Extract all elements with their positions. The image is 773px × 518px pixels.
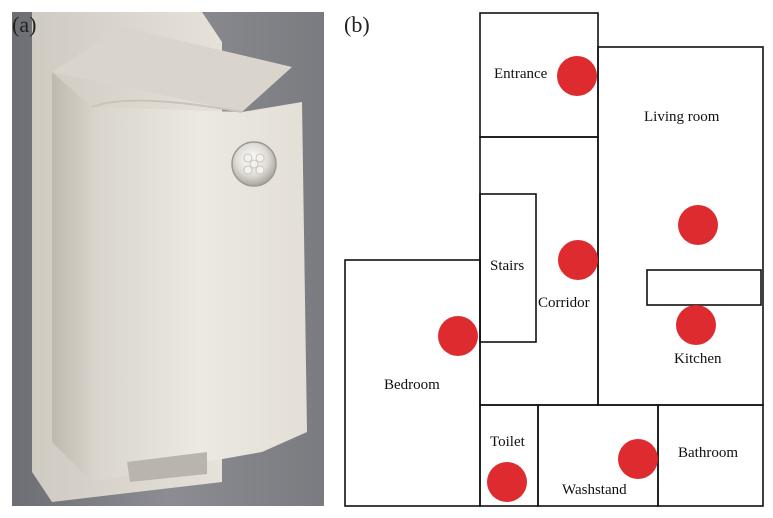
label-corridor: Corridor xyxy=(538,295,590,311)
sensor-markers xyxy=(438,56,718,502)
device-top xyxy=(52,27,292,112)
sensor-bedroom xyxy=(438,316,478,356)
sensor-device-illustration xyxy=(12,12,324,506)
sensor-toilet xyxy=(487,462,527,502)
label-toilet: Toilet xyxy=(490,434,526,450)
sensor-living-room xyxy=(678,205,718,245)
label-bedroom: Bedroom xyxy=(384,377,440,393)
label-bathroom: Bathroom xyxy=(678,445,738,461)
panel-label-a: (a) xyxy=(12,12,37,37)
label-washstand: Washstand xyxy=(562,482,627,498)
device-side xyxy=(52,72,92,482)
device-front xyxy=(92,102,307,482)
sensor-corridor xyxy=(558,240,598,280)
sensor-kitchen xyxy=(676,305,716,345)
sensor-device-photo xyxy=(12,12,324,506)
room-bedroom xyxy=(344,259,481,507)
sensor-entrance xyxy=(557,56,597,96)
sensor-washstand xyxy=(618,439,658,479)
label-kitchen: Kitchen xyxy=(674,351,722,367)
device-bottom-tab xyxy=(127,452,207,482)
room-bathroom xyxy=(657,404,764,507)
label-stairs: Stairs xyxy=(490,258,524,274)
kitchen-counter xyxy=(646,269,762,306)
panel-label-b: (b) xyxy=(344,12,370,37)
label-living-room: Living room xyxy=(644,109,720,125)
label-entrance: Entrance xyxy=(494,66,548,82)
